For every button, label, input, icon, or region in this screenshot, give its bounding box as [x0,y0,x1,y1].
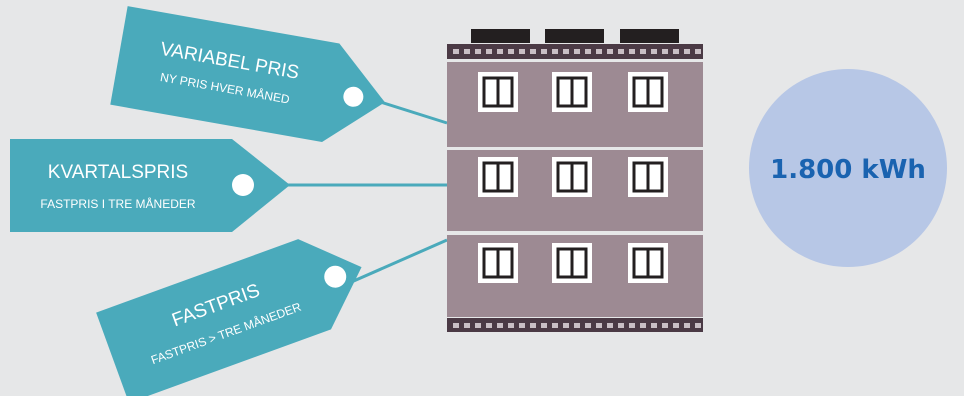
parapet-dot [596,323,602,328]
parapet-dot [475,323,481,328]
tag-fixed-price: FASTPRIS FASTPRIS > TRE MÅNEDER [96,222,378,396]
roof-block [471,29,530,43]
tag-quarterly-subtitle: FASTPRIS I TRE MÅNEDER [40,196,195,211]
parapet-dot [673,49,679,54]
parapet-dot [552,49,558,54]
window [478,243,518,283]
window [478,72,518,112]
building-icon [447,29,703,332]
parapet-dot [673,323,679,328]
roof-block [620,29,679,43]
tag-hole-icon [232,174,254,196]
parapet-dot [530,49,536,54]
parapet-dot [640,49,646,54]
tag-quarterly-title: KVARTALSPRIS [48,162,188,183]
parapet-dot [684,323,690,328]
parapet-dot [574,323,580,328]
parapet-dot [651,323,657,328]
parapet-dot [497,49,503,54]
parapet-dot [563,323,569,328]
parapet-dot [464,323,470,328]
window [628,243,668,283]
parapet-dot [618,49,624,54]
parapet-dot [552,323,558,328]
roof-parapet-dots [453,49,701,54]
window [552,157,592,197]
parapet-dot [574,49,580,54]
window [628,72,668,112]
parapet-dot [508,49,514,54]
parapet-dot [519,323,525,328]
parapet-dot [508,323,514,328]
parapet-dot [629,49,635,54]
parapet-dot [662,49,668,54]
parapet-dot [662,323,668,328]
parapet-dot [453,49,459,54]
roof-block [545,29,604,43]
parapet-dot [607,49,613,54]
parapet-dot [684,49,690,54]
tag-quarterly-price: KVARTALSPRIS FASTPRIS I TRE MÅNEDER [10,139,290,232]
parapet-dot [475,49,481,54]
parapet-dot [640,323,646,328]
parapet-dot [497,323,503,328]
parapet-dot [607,323,613,328]
window [552,72,592,112]
parapet-dot [530,323,536,328]
parapet-dot [585,49,591,54]
window [552,243,592,283]
tag-variable-price: VARIABEL PRIS NY PRIS HVER MÅNED [110,6,393,151]
window [628,157,668,197]
building-base-dots [453,323,701,328]
parapet-dot [541,323,547,328]
parapet-dot [695,323,701,328]
parapet-dot [585,323,591,328]
window [478,157,518,197]
tag-string-fixed [340,240,447,287]
parapet-dot [486,323,492,328]
parapet-dot [629,323,635,328]
parapet-dot [486,49,492,54]
parapet-dot [541,49,547,54]
parapet-dot [695,49,701,54]
parapet-dot [618,323,624,328]
parapet-dot [519,49,525,54]
parapet-dot [651,49,657,54]
parapet-dot [596,49,602,54]
consumption-label: 1.800 kWh [770,155,926,185]
parapet-dot [563,49,569,54]
parapet-dot [453,323,459,328]
building-windows [478,72,668,283]
parapet-dot [464,49,470,54]
